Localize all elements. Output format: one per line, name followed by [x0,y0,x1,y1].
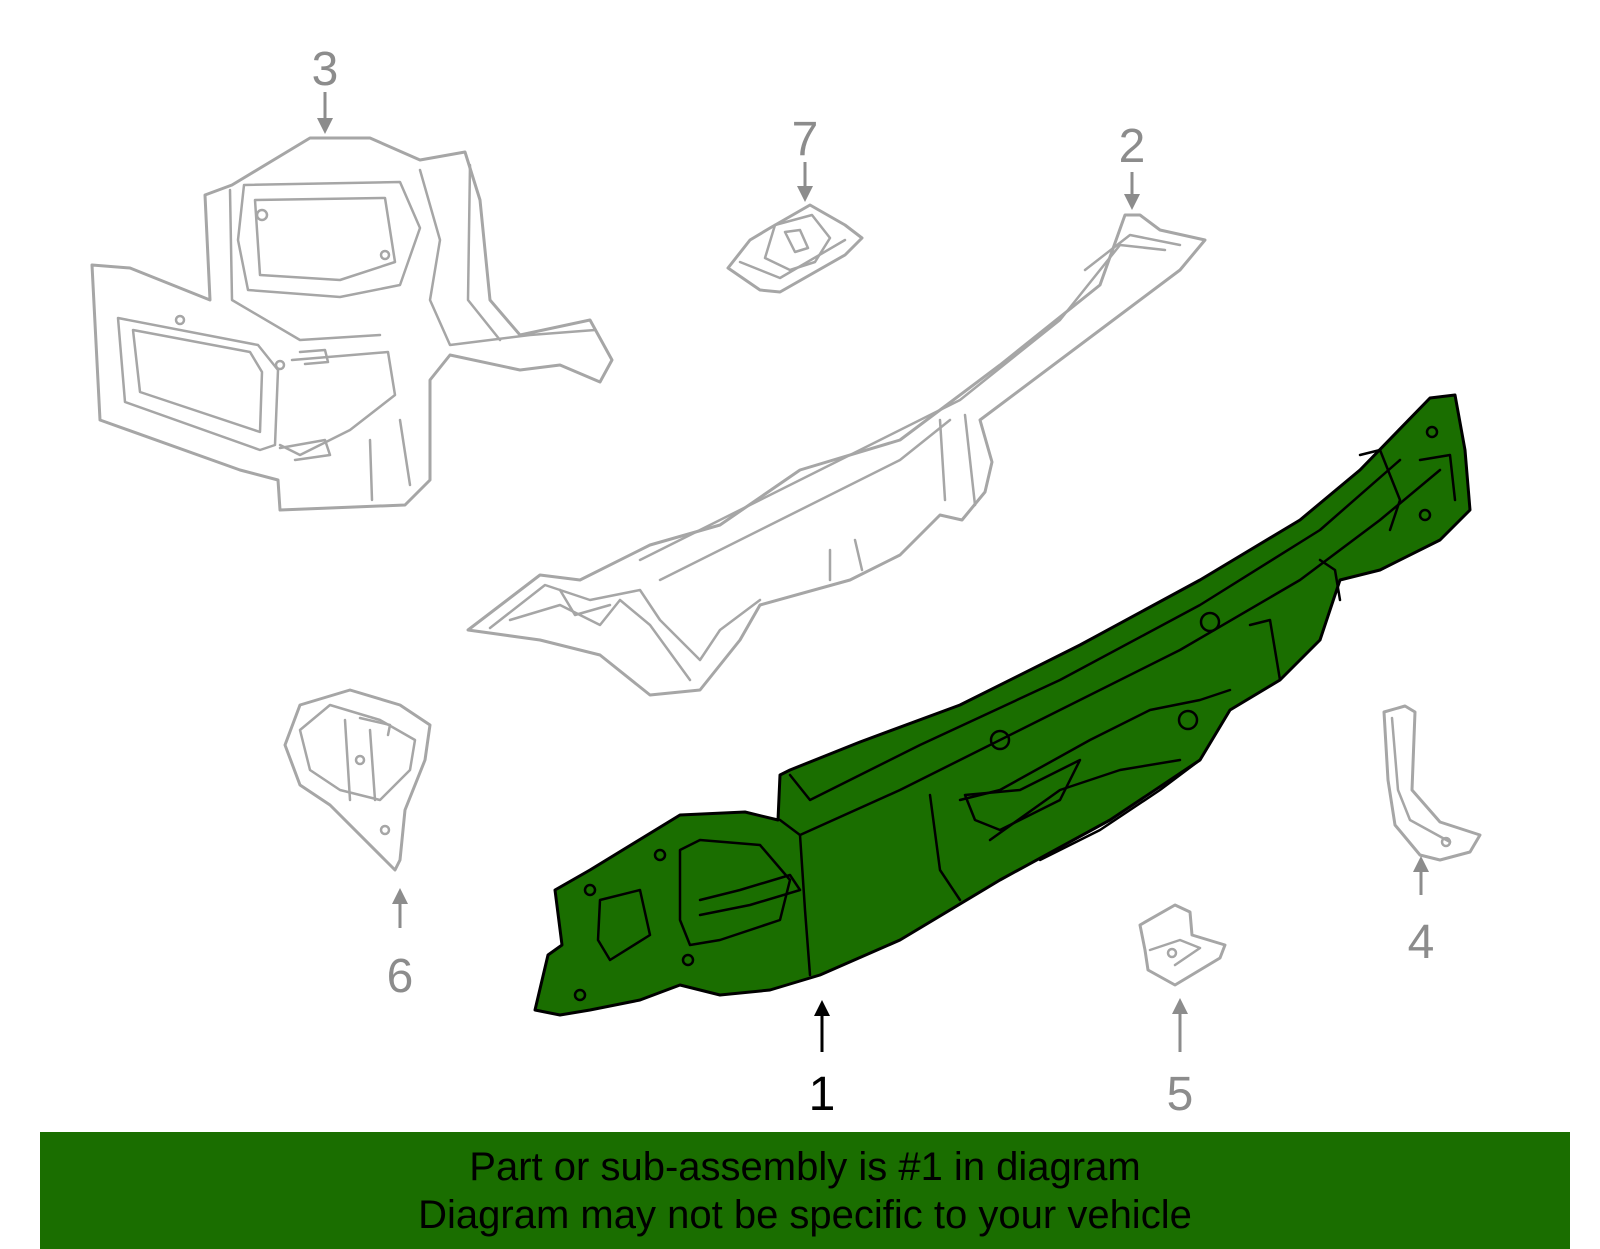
part-6-bracket [283,688,432,872]
callout-arrow-3 [317,92,333,134]
part-1-bumper-reinforcement [533,393,1472,1017]
info-banner: Part or sub-assembly is #1 in diagram Di… [40,1132,1570,1249]
callout-arrow-1 [814,1000,830,1052]
part-4-bracket [1382,704,1482,862]
callout-arrow-7 [797,162,813,202]
callout-arrow-5 [1172,998,1188,1052]
callout-6: 6 [387,950,414,1003]
part-5-bracket [1138,903,1227,987]
callout-3: 3 [312,43,339,96]
banner-line-1: Part or sub-assembly is #1 in diagram [469,1144,1141,1189]
banner-line-2: Diagram may not be specific to your vehi… [418,1192,1192,1237]
part-7-bracket [726,203,864,294]
callout-1: 1 [809,1068,836,1121]
callout-7: 7 [792,113,819,166]
callout-arrow-4 [1413,856,1429,895]
part-2-rail [466,213,1207,697]
callout-2: 2 [1119,120,1146,173]
parts-diagram: 3 7 2 6 4 5 1 [90,43,1482,1121]
callout-5: 5 [1167,1068,1194,1121]
part-3-wheelhouse-assembly [90,136,614,512]
callout-arrow-6 [392,888,408,928]
callout-4: 4 [1408,916,1435,969]
callout-arrow-2 [1124,172,1140,210]
